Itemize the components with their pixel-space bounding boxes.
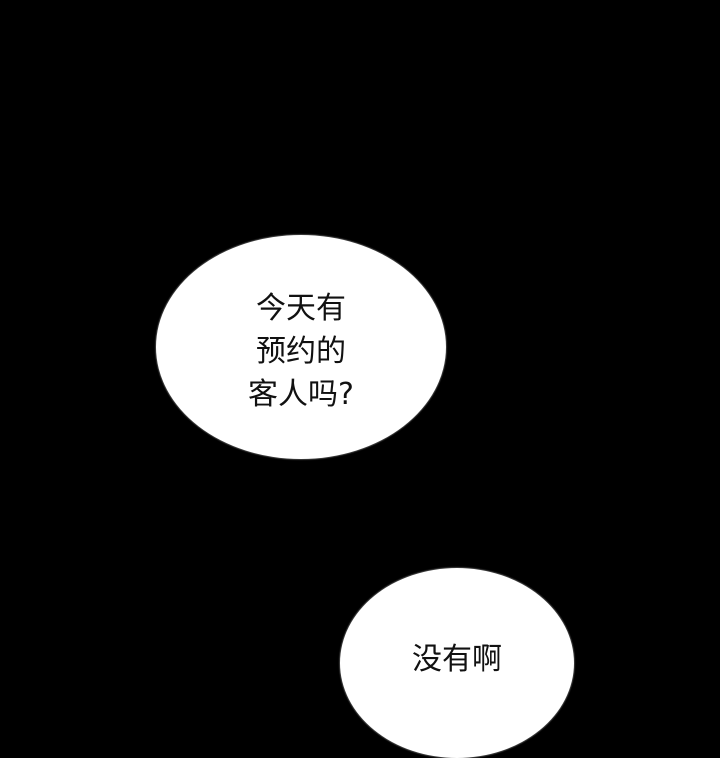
speech-bubble-question: 今天有 预约的 客人吗? [156,235,446,459]
speech-bubble-text: 今天有 预约的 客人吗? [156,287,446,416]
speech-bubble-text: 没有啊 [340,638,574,681]
bubble-line: 客人吗? [248,377,354,412]
comic-panel: 今天有 预约的 客人吗? 没有啊 [156,235,574,758]
speech-bubble-answer: 没有啊 [340,568,574,758]
bubble-line: 没有啊 [412,642,502,677]
bubble-line: 预约的 [256,334,346,369]
bubble-line: 今天有 [256,291,346,326]
